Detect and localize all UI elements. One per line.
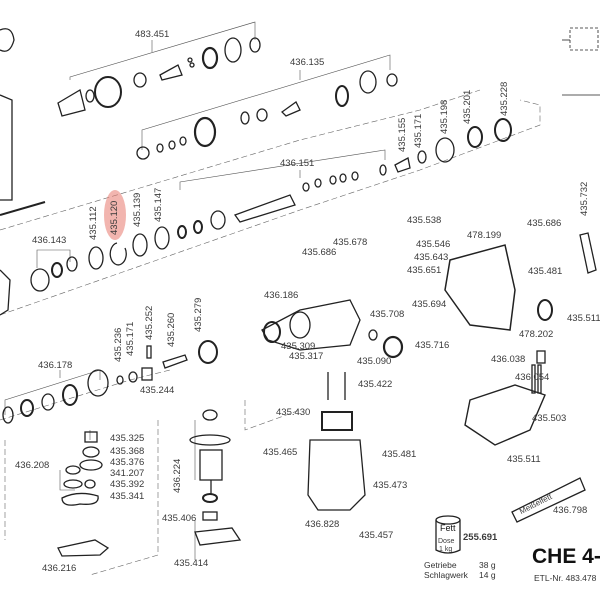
part-label[interactable]: 435.368 — [110, 446, 145, 457]
part-label[interactable]: 435.244 — [140, 385, 175, 396]
part-label[interactable]: 435.430 — [276, 407, 311, 418]
part-label[interactable]: 255.691 — [463, 532, 498, 543]
etl-number: ETL-Nr. 483.478 — [534, 573, 597, 583]
part-label[interactable]: 436.178 — [38, 360, 73, 371]
part-label[interactable]: 435.139 — [132, 192, 143, 227]
part-label[interactable]: 435.651 — [407, 265, 442, 276]
part-label[interactable]: 435.708 — [370, 309, 405, 320]
part-label[interactable]: 435.198 — [439, 99, 450, 134]
part-label[interactable]: 435.465 — [263, 447, 298, 458]
part-label[interactable]: 435.341 — [110, 491, 145, 502]
part-label[interactable]: 435.503 — [532, 413, 567, 424]
grease-row-amount: 38 g — [479, 560, 496, 570]
part-label[interactable]: 435.406 — [162, 513, 197, 524]
part-label[interactable]: 435.090 — [357, 356, 392, 367]
grease-row: Getriebe 38 g — [424, 560, 496, 570]
part-label[interactable]: 435.260 — [166, 312, 177, 347]
part-label[interactable]: 435.694 — [412, 299, 447, 310]
part-label[interactable]: 435.171 — [413, 113, 424, 148]
grease-can-weight: 1 kg — [439, 546, 453, 553]
part-label[interactable]: 435.325 — [110, 433, 145, 444]
grease-row-name: Schlagwerk — [424, 570, 468, 580]
part-label[interactable]: 435.236 — [113, 327, 124, 362]
part-label[interactable]: 435.481 — [382, 449, 417, 460]
part-label[interactable]: 435.279 — [193, 297, 204, 332]
part-label[interactable]: 435.317 — [289, 351, 324, 362]
diagram-title: CHE 4- — [532, 545, 600, 568]
part-label[interactable]: 435.252 — [144, 305, 155, 340]
part-label[interactable]: 478.202 — [519, 329, 554, 340]
grease-amounts: Getriebe 38 g Schlagwerk 14 g — [424, 560, 496, 580]
part-label[interactable]: 435.112 — [88, 206, 99, 240]
part-label[interactable]: 435.678 — [333, 237, 368, 248]
part-label[interactable]: 478.199 — [467, 230, 502, 241]
part-label[interactable]: 435.643 — [414, 252, 449, 263]
part-label[interactable]: 435.473 — [373, 480, 408, 491]
part-label[interactable]: 435.686 — [302, 247, 337, 258]
part-label[interactable]: 435.422 — [358, 379, 393, 390]
part-label[interactable]: 435.201 — [462, 89, 473, 124]
part-label[interactable]: 436.143 — [32, 235, 67, 246]
part-label[interactable]: 435.511 — [567, 313, 600, 324]
part-label[interactable]: 436.151 — [280, 158, 315, 169]
part-label[interactable]: 341.207 — [110, 468, 145, 479]
part-label[interactable]: 436.038 — [491, 354, 526, 365]
part-label[interactable]: 435.716 — [415, 340, 450, 351]
part-label[interactable]: 436.828 — [305, 519, 340, 530]
part-label-highlighted[interactable]: 435.120 — [109, 200, 120, 235]
part-label[interactable]: 435.155 — [397, 117, 408, 152]
part-label[interactable]: 436.216 — [42, 563, 77, 574]
part-label[interactable]: 435.538 — [407, 215, 442, 226]
highlight-marker — [104, 190, 126, 240]
part-label[interactable]: 435.171 — [125, 321, 136, 356]
part-label[interactable]: 435.309 — [281, 341, 316, 352]
part-label[interactable]: 483.451 — [135, 29, 170, 40]
part-label[interactable]: 435.457 — [359, 530, 394, 541]
part-label[interactable]: 436.224 — [172, 458, 183, 493]
grease-can-label: Fett — [440, 523, 456, 533]
part-label[interactable]: 436.054 — [515, 372, 550, 383]
grease-row-name: Getriebe — [424, 560, 457, 570]
part-label[interactable]: 435.686 — [527, 218, 562, 229]
part-label[interactable]: 436.798 — [553, 505, 588, 516]
part-label[interactable]: 436.186 — [264, 290, 299, 301]
part-label[interactable]: 436.135 — [290, 57, 325, 68]
part-label[interactable]: 435.481 — [528, 266, 563, 277]
grease-can-sub: Dose — [438, 538, 455, 545]
part-label[interactable]: 435.414 — [174, 558, 209, 569]
part-label[interactable]: 435.376 — [110, 457, 145, 468]
part-label[interactable]: 435.732 — [579, 181, 590, 216]
part-label[interactable]: 436.208 — [15, 460, 50, 471]
part-label[interactable]: 435.392 — [110, 479, 145, 490]
grease-row: Schlagwerk 14 g — [424, 570, 496, 580]
part-label[interactable]: 435.546 — [416, 239, 451, 250]
grease-row-amount: 14 g — [479, 570, 496, 580]
part-label[interactable]: 435.147 — [153, 187, 164, 222]
part-label[interactable]: 435.228 — [499, 81, 510, 116]
part-label[interactable]: 435.511 — [507, 454, 541, 465]
